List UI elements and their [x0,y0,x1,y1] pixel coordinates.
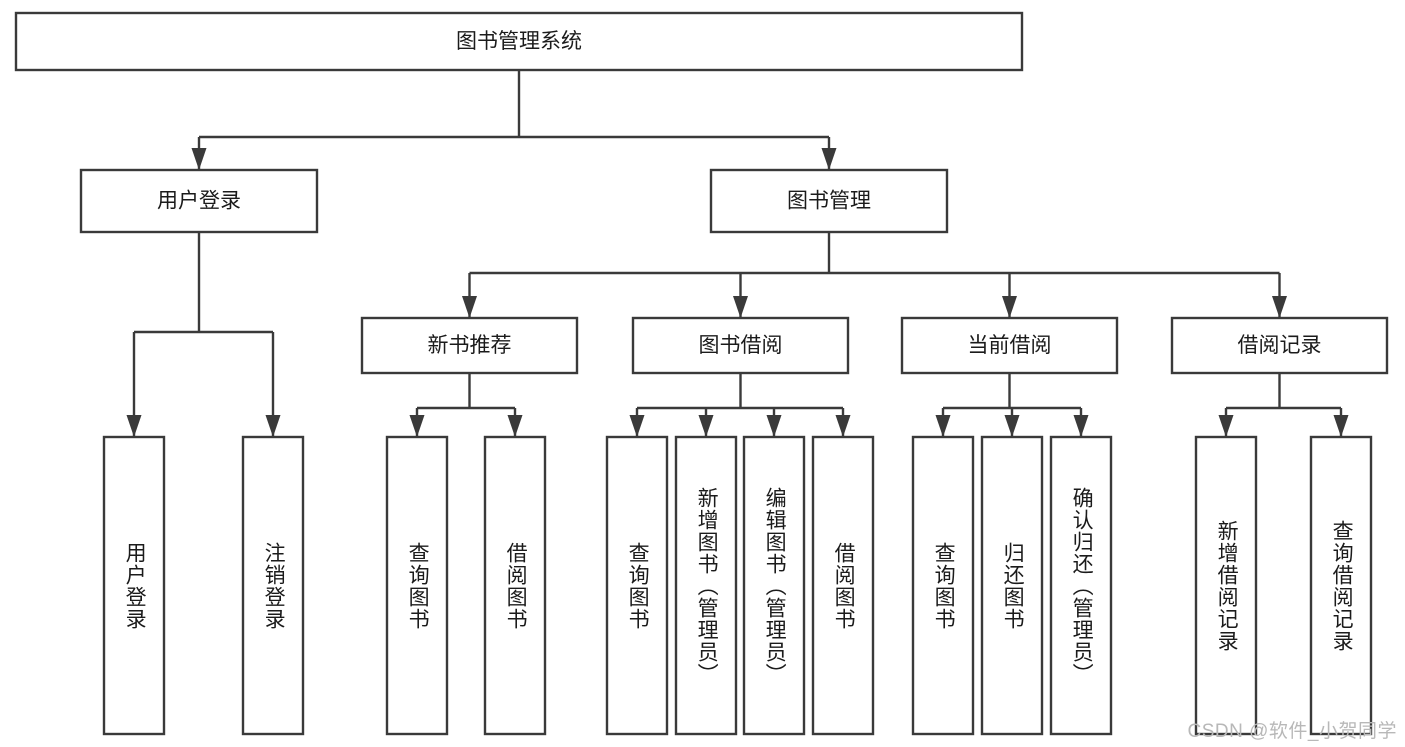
arrow-head-icon-to-leaf-query-book-2 [629,415,645,437]
node-box-leaf-query-book-1[interactable] [385,435,449,736]
node-box-borrow-record[interactable] [1170,316,1389,375]
arrow-head-icon-to-new-book-recommend [462,296,477,318]
node-label-root: 图书管理系统 [456,30,582,53]
arrow-head-icon-to-user-login [191,148,207,170]
node-label-book-manage: 图书管理 [787,190,871,213]
arrow-head-icon-to-leaf-borrow-book-2 [835,415,851,437]
node-box-leaf-borrow-book-2[interactable] [811,435,875,736]
arrow-head-icon-to-leaf-query-record [1333,415,1349,437]
node-label-new-book-recommend: 新书推荐 [428,334,512,357]
node-box-leaf-return-book[interactable] [980,435,1044,736]
arrow-head-icon-to-leaf-return-book [1004,415,1020,437]
arrow-head-icon-to-leaf-add-book [698,415,714,437]
node-box-root[interactable] [14,11,1024,72]
node-box-new-book-recommend[interactable] [360,316,579,375]
node-box-leaf-query-book-2[interactable] [605,435,669,736]
arrow-head-icon-to-leaf-query-book-3 [935,415,951,437]
arrow-head-icon-to-leaf-edit-book [766,415,782,437]
arrow-head-icon-to-leaf-borrow-book-1 [507,415,523,437]
node-box-leaf-query-book-3[interactable] [911,435,975,736]
node-box-book-manage[interactable] [709,168,949,234]
arrow-head-icon-to-current-borrow [1002,296,1017,318]
node-label-current-borrow: 当前借阅 [968,334,1052,357]
connector-layer [126,70,1349,437]
arrow-head-icon-to-leaf-user-logout [265,415,281,437]
arrow-head-icon-to-leaf-query-book-1 [409,415,425,437]
node-label-book-borrow: 图书借阅 [699,334,783,357]
arrow-head-icon-to-book-manage [821,148,837,170]
node-box-leaf-user-login[interactable] [102,435,166,736]
arrow-head-icon-to-borrow-record [1272,296,1287,318]
node-box-leaf-add-book[interactable] [674,435,738,736]
node-box-book-borrow[interactable] [631,316,850,375]
node-label-borrow-record: 借阅记录 [1238,334,1322,357]
node-box-leaf-add-record[interactable] [1194,435,1258,736]
arrow-head-icon-to-leaf-confirm-return [1073,415,1089,437]
box-layer [14,11,1389,736]
node-box-current-borrow[interactable] [900,316,1119,375]
node-box-leaf-user-logout[interactable] [241,435,305,736]
arrow-head-icon-to-leaf-user-login [126,415,142,437]
arrow-head-icon-to-leaf-add-record [1218,415,1234,437]
node-box-leaf-borrow-book-1[interactable] [483,435,547,736]
node-box-leaf-edit-book[interactable] [742,435,806,736]
arrow-head-icon-to-book-borrow [733,296,748,318]
node-box-user-login[interactable] [79,168,319,234]
watermark-text: CSDN @软件_小贺同学 [1187,721,1397,742]
node-box-leaf-query-record[interactable] [1309,435,1373,736]
node-box-leaf-confirm-return[interactable] [1049,435,1113,736]
node-label-user-login: 用户登录 [157,190,241,213]
